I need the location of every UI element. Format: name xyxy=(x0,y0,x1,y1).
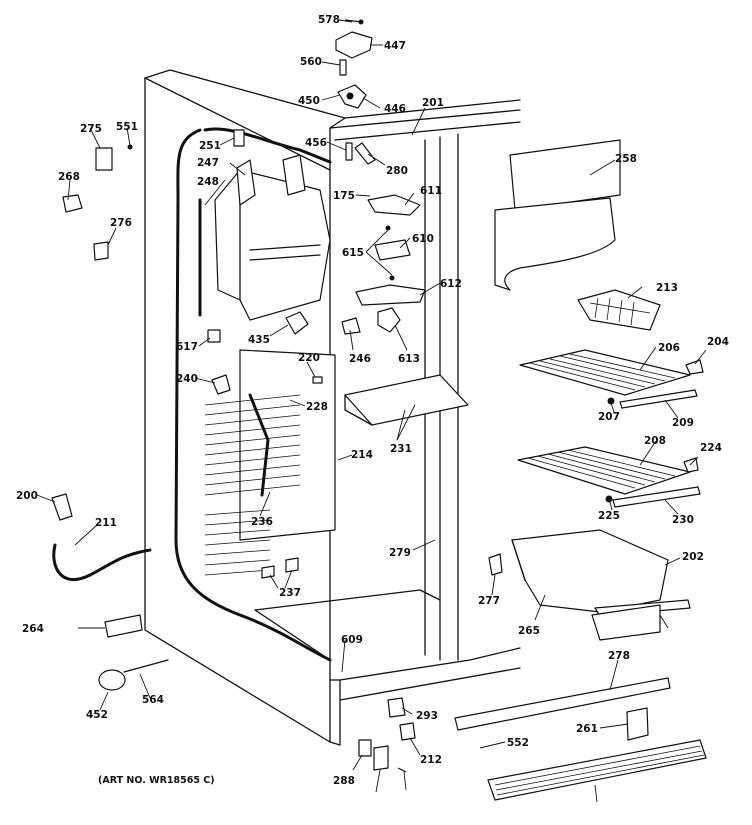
callout-279: 279 xyxy=(389,547,411,559)
callout-230: 230 xyxy=(672,514,694,526)
callout-228: 228 xyxy=(306,401,328,413)
callout-248: 248 xyxy=(197,176,219,188)
callout-213: 213 xyxy=(656,282,678,294)
callout-446: 446 xyxy=(384,103,406,115)
callout-610: 610 xyxy=(412,233,434,245)
callout-246: 246 xyxy=(349,353,371,365)
callout-447: 447 xyxy=(384,40,406,52)
art-number-caption: (ART NO. WR18565 C) xyxy=(98,775,215,786)
callout-611: 611 xyxy=(420,185,442,197)
callout-268: 268 xyxy=(58,171,80,183)
callout-450: 450 xyxy=(298,95,320,107)
bottom-hinge-parts xyxy=(358,697,416,773)
callout-200: 200 xyxy=(16,490,38,502)
evaporator-fan-housing xyxy=(198,129,426,343)
callout-277: 277 xyxy=(478,595,500,607)
callout-578: 578 xyxy=(318,14,340,26)
callout-564: 564 xyxy=(142,694,164,706)
callout-609: 609 xyxy=(341,634,363,646)
callout-258: 258 xyxy=(615,153,637,165)
callout-560: 560 xyxy=(300,56,322,68)
callout-225: 225 xyxy=(598,510,620,522)
callout-224: 224 xyxy=(700,442,722,454)
right-components xyxy=(454,139,707,801)
callout-452: 452 xyxy=(86,709,108,721)
callout-456: 456 xyxy=(305,137,327,149)
callout-201: 201 xyxy=(422,97,444,109)
callout-175: 175 xyxy=(333,190,355,202)
callout-220: 220 xyxy=(298,352,320,364)
evaporator-coil xyxy=(204,349,336,579)
leader-lines xyxy=(36,19,707,803)
callout-208: 208 xyxy=(644,435,666,447)
callout-275: 275 xyxy=(80,123,102,135)
callout-211: 211 xyxy=(95,517,117,529)
callout-612: 612 xyxy=(440,278,462,290)
top-hinge-assembly xyxy=(335,19,376,165)
callout-240: 240 xyxy=(176,373,198,385)
callout-247: 247 xyxy=(197,157,219,169)
callout-280: 280 xyxy=(386,165,408,177)
callout-261: 261 xyxy=(576,723,598,735)
callout-202: 202 xyxy=(682,551,704,563)
callout-276: 276 xyxy=(110,217,132,229)
callout-214: 214 xyxy=(351,449,373,461)
callout-236: 236 xyxy=(251,516,273,528)
left-loose-parts xyxy=(51,144,169,691)
callout-293: 293 xyxy=(416,710,438,722)
callout-288: 288 xyxy=(333,775,355,787)
callout-237: 237 xyxy=(279,587,301,599)
callout-613: 613 xyxy=(398,353,420,365)
callout-209: 209 xyxy=(672,417,694,429)
callout-435: 435 xyxy=(248,334,270,346)
callout-labels: 578 447 560 446 450 201 456 280 275 551 251 247 258 2… xyxy=(16,14,729,787)
callout-231: 231 xyxy=(390,443,412,455)
callout-617: 617 xyxy=(176,341,198,353)
callout-265: 265 xyxy=(518,625,540,637)
callout-251: 251 xyxy=(199,140,221,152)
callout-264: 264 xyxy=(22,623,44,635)
callout-207: 207 xyxy=(598,411,620,423)
callout-278: 278 xyxy=(608,650,630,662)
callout-212: 212 xyxy=(420,754,442,766)
callout-206: 206 xyxy=(658,342,680,354)
air-duct-channel xyxy=(344,374,469,426)
callout-551: 551 xyxy=(116,121,138,133)
callout-615: 615 xyxy=(342,247,364,259)
callout-204: 204 xyxy=(707,336,729,348)
callout-552: 552 xyxy=(507,737,529,749)
